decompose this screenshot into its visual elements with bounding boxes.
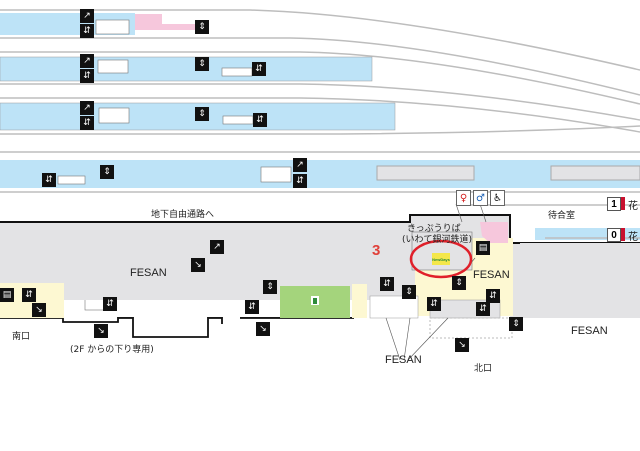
- locker-icon: ▤: [476, 241, 490, 255]
- rail-tracks: [0, 9, 640, 193]
- south-exit-label: 南口: [12, 332, 31, 342]
- stairs-icon: ⇵: [293, 174, 307, 188]
- fesan-label-north: FESAN: [473, 269, 510, 281]
- elevator-icon: ⇕: [100, 165, 114, 179]
- toilet-male-icon: ♂: [473, 190, 488, 206]
- location-marker-number: 3: [372, 242, 381, 259]
- platform-4: [0, 160, 640, 188]
- escalator-down-icon: ↘: [191, 258, 205, 272]
- escalator-down-icon: ↘: [256, 322, 270, 336]
- platform-structure-a: [376, 165, 475, 181]
- track-destination-1: 花: [628, 201, 638, 212]
- elevator-icon: ⇕: [195, 20, 209, 34]
- stairs-icon: ⇵: [245, 300, 259, 314]
- track-marker: [621, 197, 625, 210]
- ticket-office-label: きっぷうりば: [407, 224, 461, 234]
- stairs-icon: ⇵: [486, 289, 500, 303]
- locker-icon: ▤: [0, 288, 14, 302]
- escalator-down-icon: ↘: [455, 338, 469, 352]
- escalator-down-icon: ↘: [32, 303, 46, 317]
- elevator-icon: ⇕: [195, 107, 209, 121]
- elevator-icon: ⇕: [509, 317, 523, 331]
- elevator-icon: ⇕: [195, 57, 209, 71]
- fesan-label-main: FESAN: [130, 267, 167, 279]
- underground-passage-label: 地下自由通路へ: [151, 210, 215, 220]
- escalator-up-icon: ↗: [293, 158, 307, 172]
- track-marker: [621, 228, 625, 241]
- platform-structure-b: [550, 165, 640, 181]
- track-number-1: 1: [607, 197, 621, 211]
- down-only-note: (2F からの下り専用): [70, 345, 154, 355]
- escalator-up-icon: ↗: [80, 101, 94, 115]
- platform-2: [0, 56, 373, 82]
- waiting-room-label: 待合室: [548, 211, 576, 221]
- stairs-icon: ⇵: [427, 297, 441, 311]
- elevator-icon: ⇕: [263, 280, 277, 294]
- stairs-icon: ⇵: [252, 62, 266, 76]
- stairs-icon: ⇵: [80, 69, 94, 83]
- pink-passage: [135, 14, 195, 30]
- escalator-up-icon: ↗: [80, 9, 94, 23]
- stairs-icon: ⇵: [22, 288, 36, 302]
- toilet-accessible-icon: ♿: [490, 190, 505, 206]
- ticket-office-sublabel: (いわて銀河鉄道): [402, 235, 473, 245]
- store-name: NewDays: [432, 256, 450, 262]
- fesan-label-right: FESAN: [571, 325, 608, 337]
- north-exit-label: 北口: [474, 364, 493, 374]
- stairs-icon: ⇵: [80, 24, 94, 38]
- escalator-up-icon: ↗: [210, 240, 224, 254]
- toilet-female-icon: ♀: [456, 190, 471, 206]
- elevator-icon: ⇕: [452, 276, 466, 290]
- newdays-logo: NewDays: [432, 253, 450, 265]
- escalator-down-icon: ↘: [94, 324, 108, 338]
- fesan-label-lower: FESAN: [385, 354, 422, 366]
- stairs-icon: ⇵: [380, 277, 394, 291]
- stairs-icon: ⇵: [253, 113, 267, 127]
- newdays-store: [411, 231, 473, 271]
- highlight-circle: [409, 239, 473, 279]
- stairs-icon: ⇵: [42, 173, 56, 187]
- track1-area: [500, 210, 640, 228]
- stairs-icon: ⇵: [103, 297, 117, 311]
- track-destination-0: 花: [628, 232, 638, 243]
- track-number-0: 0: [607, 228, 621, 242]
- stairs-icon: ⇵: [476, 302, 490, 316]
- stairs-icon: ⇵: [80, 116, 94, 130]
- elevator-icon: ⇕: [402, 285, 416, 299]
- escalator-up-icon: ↗: [80, 54, 94, 68]
